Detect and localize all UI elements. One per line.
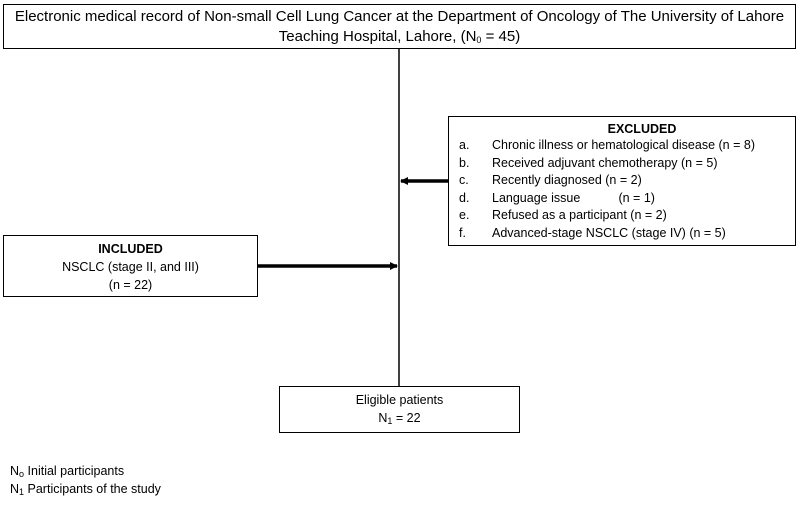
included-box: INCLUDED NSCLC (stage II, and III) (n = …	[3, 235, 258, 297]
included-title: INCLUDED	[98, 242, 163, 256]
excluded-item-text: Recently diagnosed (n = 2)	[492, 173, 642, 187]
legend-symbol: N	[10, 464, 20, 478]
source-records-line2: Teaching Hospital, Lahore, (N0 = 45)	[4, 27, 795, 47]
eligible-count: N1 = 22	[280, 409, 519, 427]
excluded-item-letter: f.	[459, 225, 466, 240]
excluded-item: e. Refused as a participant (n = 2)	[459, 207, 795, 225]
legend-text: Initial participants	[24, 464, 125, 478]
legend-symbol: N	[10, 482, 20, 496]
excluded-item: f. Advanced-stage NSCLC (stage IV) (n = 5…	[459, 225, 795, 243]
eligible-count-subscript: 1	[387, 416, 393, 426]
source-records-box: Electronic medical record of Non-small C…	[3, 4, 796, 49]
excluded-item-letter: c.	[459, 173, 469, 187]
excluded-item-text: Chronic illness or hematological disease…	[492, 138, 755, 152]
excluded-item-text: Received adjuvant chemotherapy (n = 5)	[492, 155, 718, 170]
source-records-subscript: 0	[476, 35, 482, 45]
excluded-title: EXCLUDED	[607, 122, 677, 136]
excluded-item: a. Chronic illness or hematological disea…	[459, 137, 795, 155]
excluded-item-text: Refused as a participant (n = 2)	[492, 208, 667, 222]
included-count: (n = 22)	[108, 278, 153, 292]
excluded-item: c. Recently diagnosed (n = 2)	[459, 172, 795, 190]
legend-item-initial: No Initial participants	[10, 462, 161, 480]
included-criteria: NSCLC (stage II, and III)	[62, 260, 199, 274]
excluded-item: b. Received adjuvant chemotherapy (n = 5)	[459, 155, 795, 173]
excluded-item-letter: a.	[459, 138, 470, 152]
excluded-item-letter: b.	[459, 155, 470, 170]
excluded-box: EXCLUDED a. Chronic illness or hematologi…	[448, 116, 796, 246]
excluded-item-text: Advanced-stage NSCLC (stage IV) (n = 5)	[492, 225, 726, 240]
legend-subscript: 1	[19, 487, 25, 497]
excluded-item-text: Language issue (n = 1)	[492, 190, 655, 205]
source-records-line1: Electronic medical record of Non-small C…	[14, 8, 785, 25]
excluded-item: d. Language issue (n = 1)	[459, 190, 795, 208]
eligible-title: Eligible patients	[355, 393, 444, 407]
eligible-box: Eligible patients N1 = 22	[279, 386, 520, 433]
excluded-item-letter: e.	[459, 208, 470, 222]
excluded-item-letter: d.	[459, 190, 470, 205]
eligible-count-value: = 22	[392, 411, 421, 425]
eligible-count-prefix: N	[378, 411, 388, 425]
legend-subscript: o	[19, 469, 25, 479]
legend-text: Participants of the study	[24, 482, 161, 496]
source-records-count: = 45)	[481, 28, 521, 45]
legend-item-study: N1 Participants of the study	[10, 480, 161, 498]
source-records-line2-prefix: Teaching Hospital, Lahore, (N	[278, 28, 477, 45]
excluded-list: a. Chronic illness or hematological disea…	[449, 137, 795, 242]
legend: No Initial participants N1 Participants …	[10, 462, 161, 498]
